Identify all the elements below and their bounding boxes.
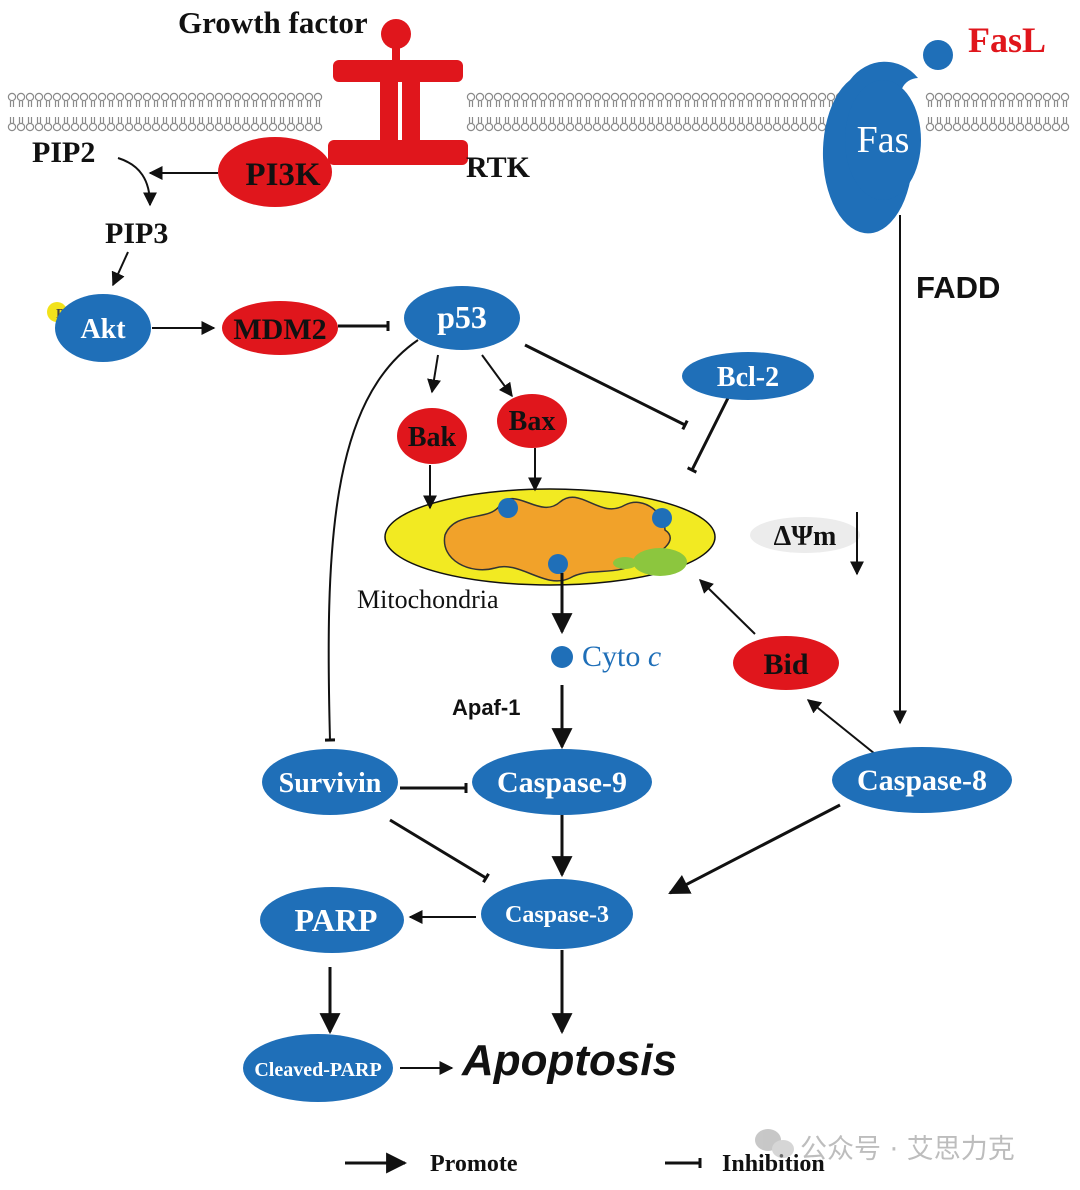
svg-text:Survivin: Survivin [279,768,382,799]
node-caspase8: Caspase-8 [832,747,1012,813]
svg-text:Cyto c: Cyto c [582,640,661,673]
watermark: 公众号 · 艾思力克 [755,1129,1015,1165]
edge-caspase8-to-caspase3 [668,803,841,895]
delta-psi-bubble [750,517,860,553]
node-bcl2: Bcl-2 [682,352,814,400]
label-fasl: FasL [968,20,1046,60]
node-caspase9: Caspase-9 [472,749,652,815]
wechat-icon [755,1129,794,1158]
mitochondrion [384,488,716,586]
label-delta-psi: ΔΨm [774,521,837,552]
svg-text:PI3K: PI3K [245,157,321,193]
node-mdm2: MDM2 [222,301,338,355]
edge-bid-to-mito [699,579,756,635]
pathway-edges [111,157,907,1075]
edge-p53-inhibits-survivin [324,339,419,742]
label-rtk: RTK [466,151,531,184]
svg-text:Bax: Bax [509,406,556,437]
label-mitochondria: Mitochondria [357,585,499,614]
svg-text:公众号 · 艾思力克: 公众号 · 艾思力克 [800,1134,1015,1165]
node-caspase3: Caspase-3 [481,879,633,949]
svg-text:Caspase-9: Caspase-9 [497,766,627,799]
svg-text:Caspase-3: Caspase-3 [505,902,609,928]
label-apaf1: Apaf-1 [452,695,520,720]
node-bid: Bid [733,636,839,690]
label-growth-factor: Growth factor [178,5,368,40]
node-parp: PARP [260,887,404,953]
svg-text:MDM2: MDM2 [233,313,326,346]
node-bax: Bax [497,394,567,448]
cell-membrane [7,92,1070,132]
svg-text:Bak: Bak [408,422,457,453]
svg-text:p53: p53 [437,299,487,335]
edge-survivin-inhibits-caspase3 [389,818,490,884]
node-p53: p53 [404,286,520,350]
node-cleaved-parp: Cleaved-PARP [243,1034,393,1102]
node-cyto-c: Cyto c [551,640,661,673]
edge-bcl2-inhibits-mito [686,397,730,474]
svg-text:PARP: PARP [295,902,378,938]
edge-pip2-to-pip3 [117,157,157,207]
svg-text:Cleaved-PARP: Cleaved-PARP [254,1059,381,1081]
svg-text:Akt: Akt [80,314,126,345]
rtk-receptor [328,19,468,165]
edge-p53-inhibits-mito [524,343,689,431]
node-bak: Bak [397,408,467,464]
fasl-ligand [923,40,953,70]
svg-text:Bcl-2: Bcl-2 [717,362,779,393]
label-fas: Fas [857,119,910,161]
svg-text:Bid: Bid [763,648,808,681]
label-fadd: FADD [916,270,1000,305]
edge-p53-to-bax [481,354,513,398]
legend-promote: Promote [430,1151,518,1177]
label-pip2: PIP2 [32,136,95,169]
label-apoptosis: Apoptosis [461,1036,677,1085]
node-akt: P Akt [47,294,151,362]
fas-receptor [822,61,921,234]
edge-caspase8-to-bid [806,699,881,759]
label-pip3: PIP3 [105,217,168,250]
node-pi3k: PI3K [218,137,332,207]
edge-p53-to-bak [427,354,441,394]
legend: Promote Inhibition [345,1151,825,1177]
node-survivin: Survivin [262,749,398,815]
legend-inhibition: Inhibition [722,1151,825,1177]
edge-pip3-to-akt [111,251,129,287]
svg-text:Caspase-8: Caspase-8 [857,764,987,797]
